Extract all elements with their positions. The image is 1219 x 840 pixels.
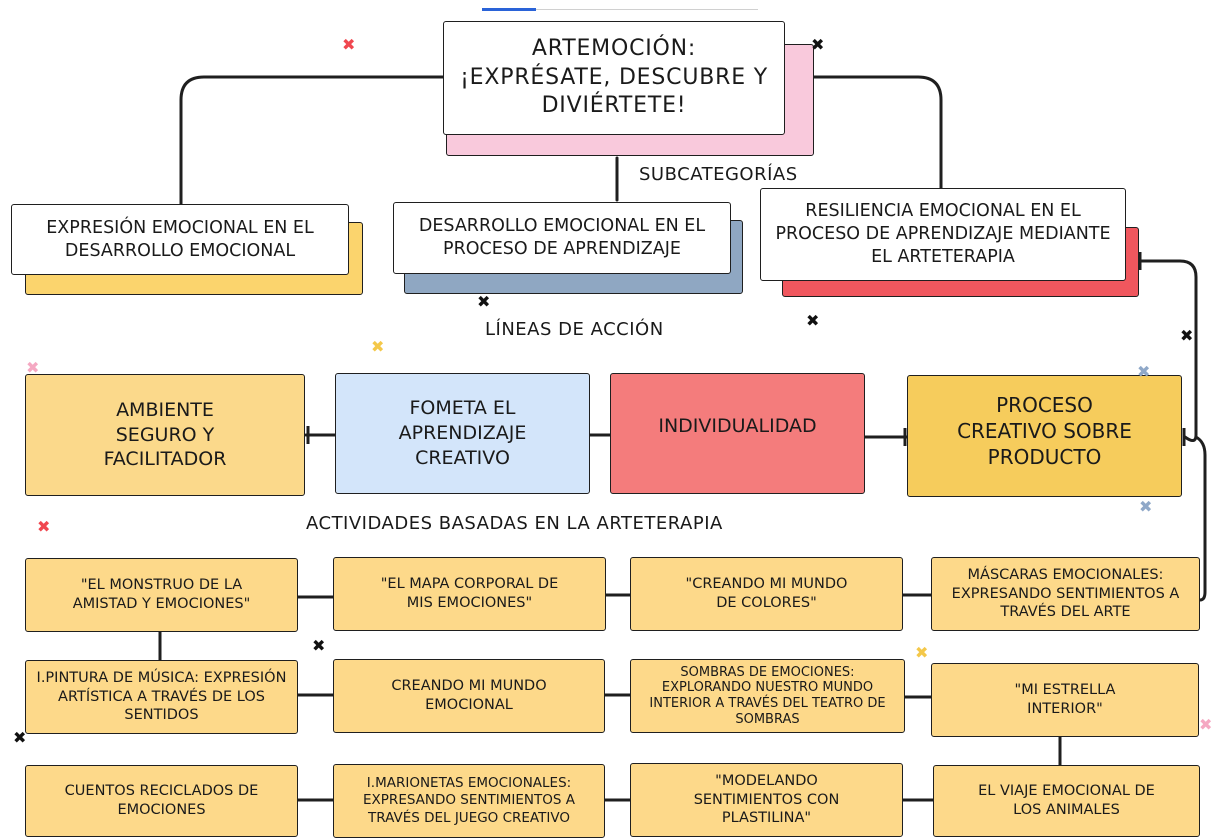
star-icon: ✖ <box>806 311 820 330</box>
activity-11: "MODELANDO SENTIMIENTOS CON PLASTILINA" <box>630 763 903 837</box>
lines-to-activities-line <box>1194 435 1207 602</box>
star-icon: ✖ <box>1137 362 1151 381</box>
star-icon: ✖ <box>312 636 326 655</box>
activity-3: "CREANDO MI MUNDO DE COLORES" <box>630 557 903 631</box>
title-to-sub3-line <box>782 75 943 192</box>
subcategory-3: RESILIENCIA EMOCIONAL EN EL PROCESO DE A… <box>760 188 1126 281</box>
activity-1: "EL MONSTRUO DE LA AMISTAD Y EMOCIONES" <box>25 558 298 632</box>
star-icon: ✖ <box>1180 326 1194 345</box>
star-icon: ✖ <box>477 292 491 311</box>
activity-12: EL VIAJE EMOCIONAL DE LOS ANIMALES <box>933 765 1200 837</box>
title-to-sub1-line <box>179 75 446 207</box>
activity-10: I.MARIONETAS EMOCIONALES: EXPRESANDO SEN… <box>333 764 605 838</box>
top-divider <box>536 9 758 10</box>
activity-5: I.PINTURA DE MÚSICA: EXPRESIÓN ARTÍSTICA… <box>25 660 298 734</box>
subcategory-2: DESARROLLO EMOCIONAL EN EL PROCESO DE AP… <box>393 202 731 274</box>
activity-6: CREANDO MI MUNDO EMOCIONAL <box>333 659 605 733</box>
star-icon: ✖ <box>26 358 40 377</box>
star-icon: ✖ <box>915 643 929 662</box>
star-icon: ✖ <box>811 35 825 54</box>
actividades-label: ACTIVIDADES BASADAS EN LA ARTETERAPIA <box>306 513 723 534</box>
star-icon: ✖ <box>1199 715 1213 734</box>
activity-4: MÁSCARAS EMOCIONALES: EXPRESANDO SENTIMI… <box>931 557 1200 631</box>
action-line-2: FOMETA EL APRENDIZAJE CREATIVO <box>335 373 590 494</box>
activity-8: "MI ESTRELLA INTERIOR" <box>931 663 1199 737</box>
activity-2: "EL MAPA CORPORAL DE MIS EMOCIONES" <box>333 557 606 631</box>
lineas-label: LÍNEAS DE ACCIÓN <box>485 319 664 340</box>
main-title-box: ARTEMOCIÓN: ¡EXPRÉSATE, DESCUBRE Y DIVIÉ… <box>443 21 785 135</box>
star-icon: ✖ <box>371 337 385 356</box>
star-icon: ✖ <box>37 517 51 536</box>
top-tab-indicator <box>482 8 536 11</box>
star-icon: ✖ <box>342 35 356 54</box>
main-title: ARTEMOCIÓN: ¡EXPRÉSATE, DESCUBRE Y DIVIÉ… <box>460 36 768 119</box>
action-line-4: PROCESO CREATIVO SOBRE PRODUCTO <box>907 375 1182 497</box>
star-icon: ✖ <box>13 728 27 747</box>
subcategory-1: EXPRESIÓN EMOCIONAL EN EL DESARROLLO EMO… <box>11 204 349 275</box>
star-icon: ✖ <box>1139 497 1153 516</box>
sub3-to-lines-line <box>1136 259 1198 442</box>
action-line-1: AMBIENTE SEGURO Y FACILITADOR <box>25 374 305 496</box>
action-line-3: INDIVIDUALIDAD <box>610 373 865 494</box>
activity-7: SOMBRAS DE EMOCIONES: EXPLORANDO NUESTRO… <box>630 659 905 733</box>
subcategorias-label: SUBCATEGORÍAS <box>639 164 798 185</box>
activity-9: CUENTOS RECICLADOS DE EMOCIONES <box>25 765 298 837</box>
